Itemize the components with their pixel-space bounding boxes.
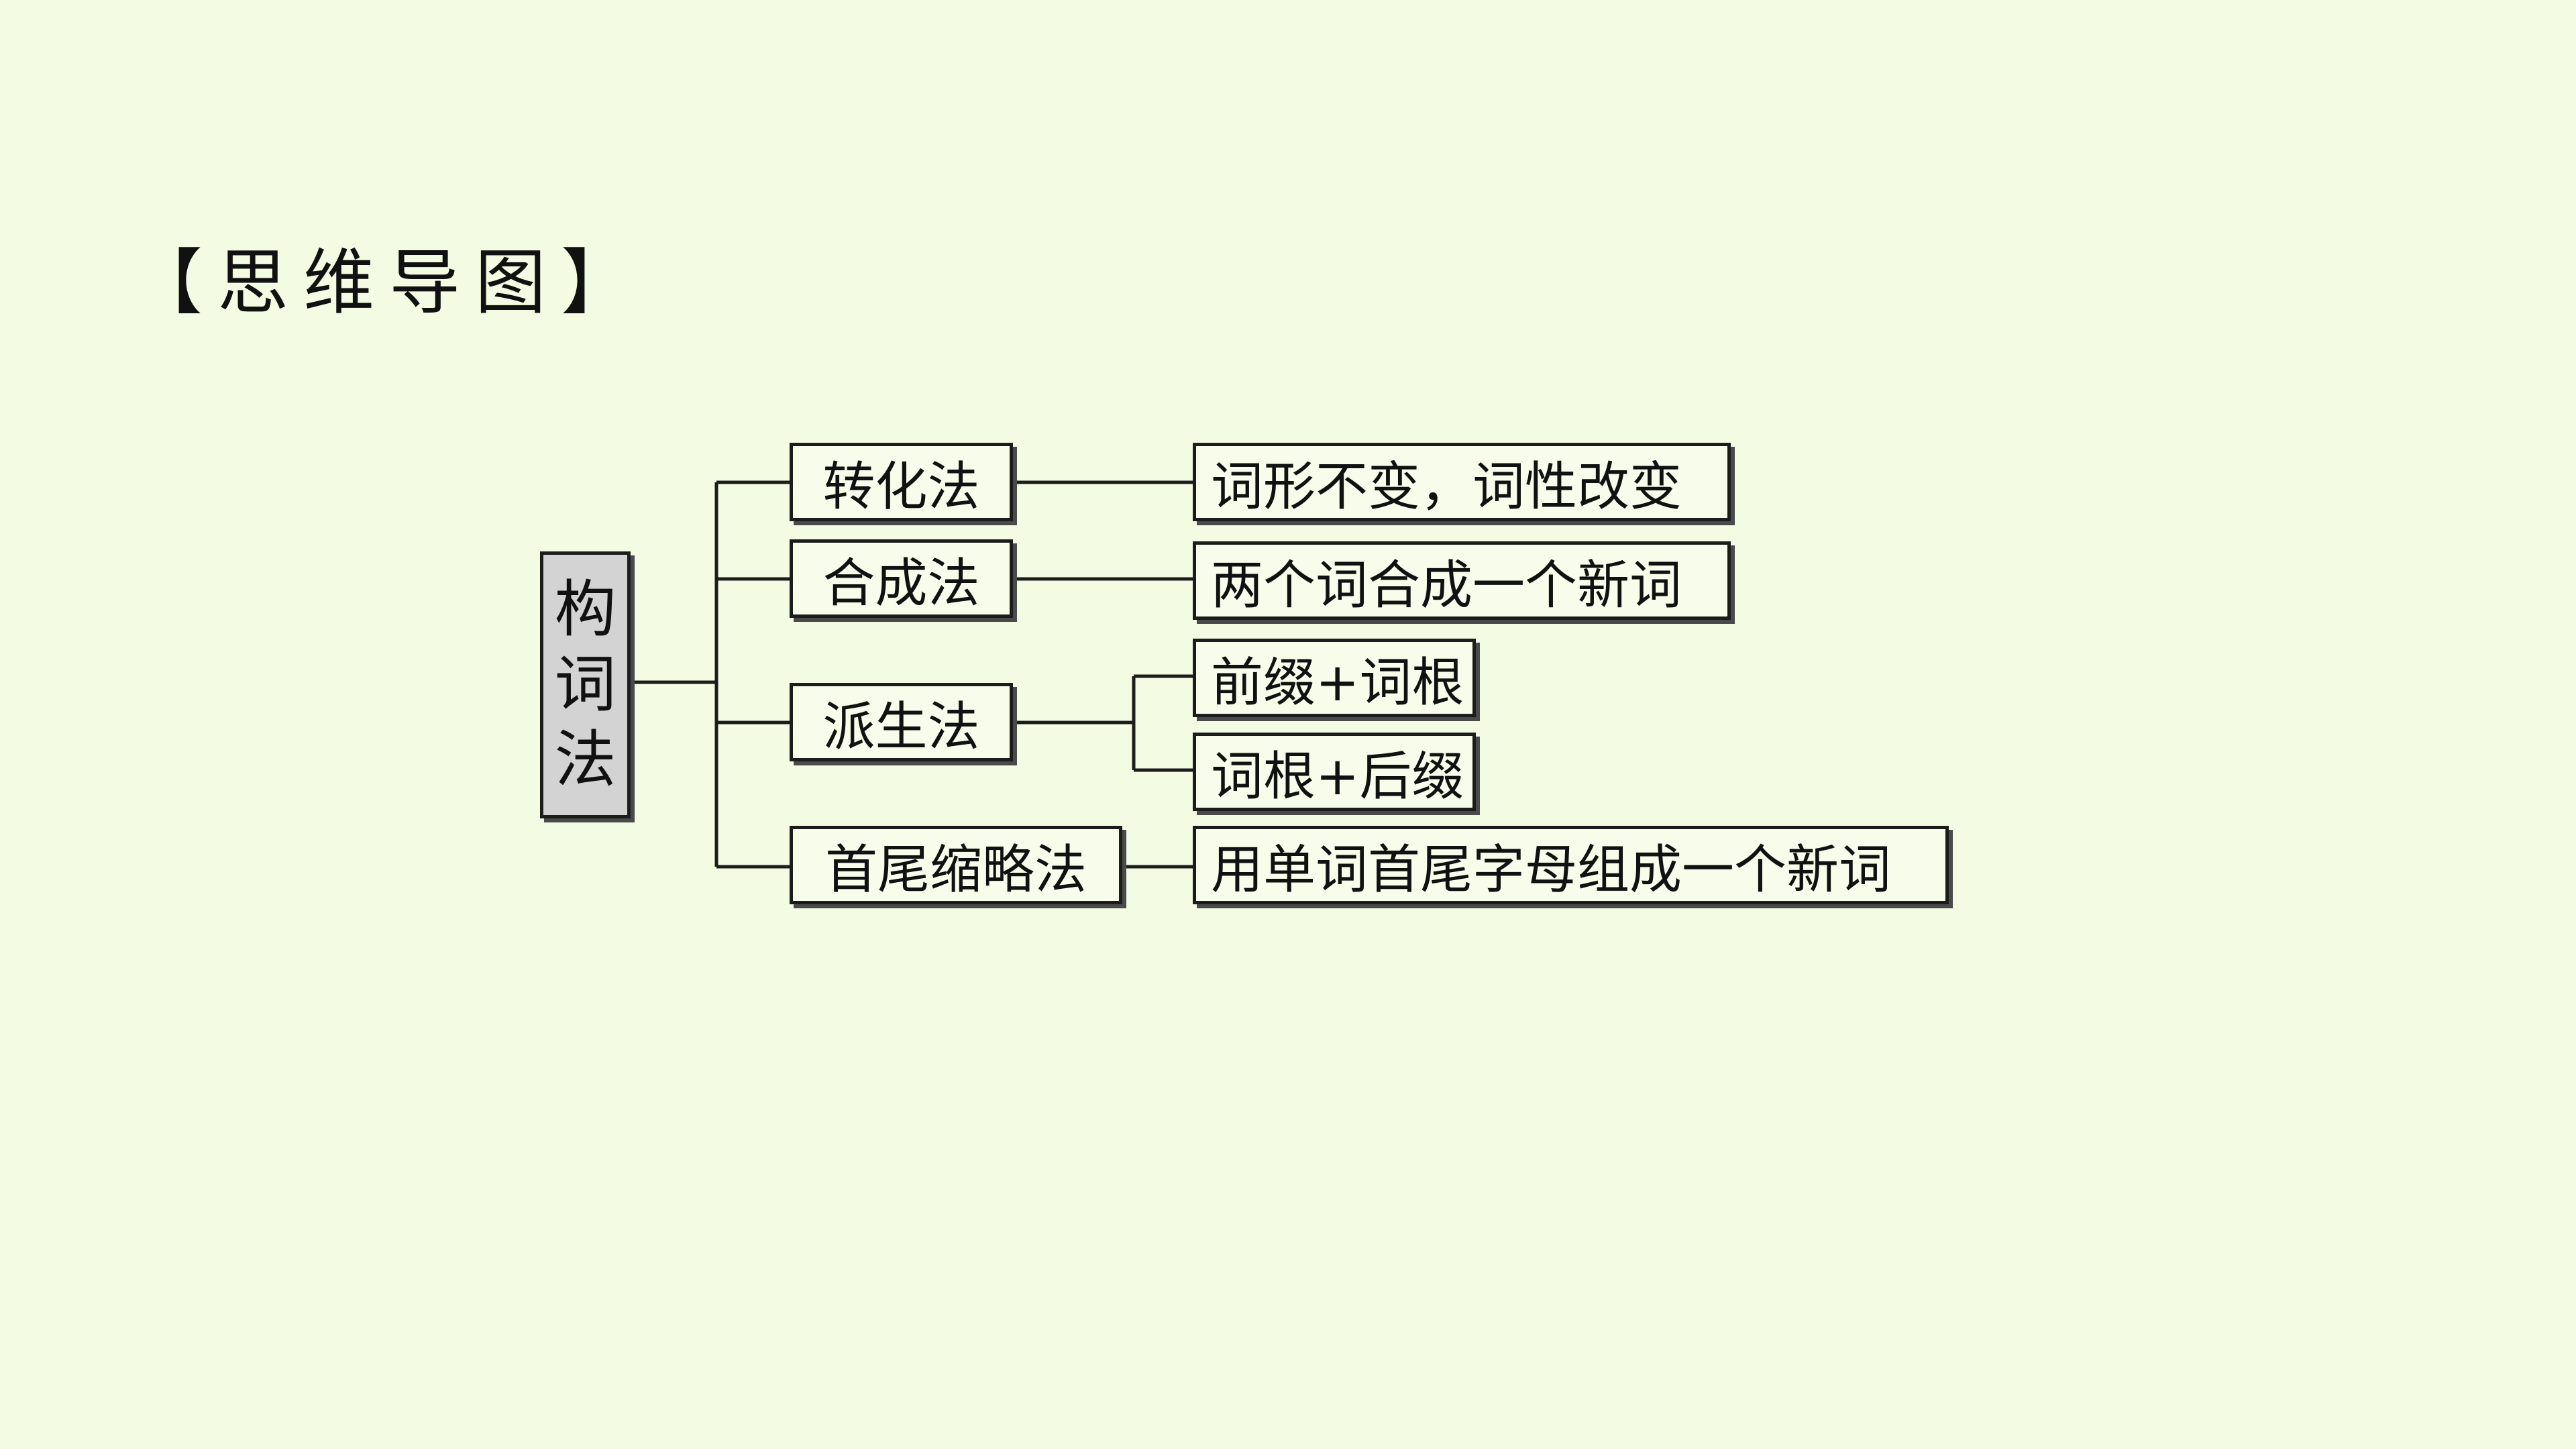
detail-node-text: 前缀+词根 [1211,652,1464,713]
detail-node: 词形不变，词性改变 [1193,443,1731,521]
detail-node-text: 词形不变，词性改变 [1211,456,1682,517]
detail-node: 两个词合成一个新词 [1193,541,1731,620]
method-node-label: 首尾缩略法 [824,839,1087,900]
detail-node: 词根+后缀 [1193,733,1476,811]
method-node-label: 派生法 [822,696,980,757]
method-node-label: 转化法 [822,456,980,517]
detail-node: 前缀+词根 [1193,639,1476,717]
method-node-derivation: 派生法 [790,683,1013,761]
page-title: 【思维导图】 [131,241,647,324]
method-node-abbreviation: 首尾缩略法 [790,826,1122,904]
root-node-char: 构 [554,574,616,645]
detail-node: 用单词首尾字母组成一个新词 [1193,826,1949,904]
detail-node-text: 用单词首尾字母组成一个新词 [1211,839,1892,900]
detail-node-text: 词根+后缀 [1211,746,1464,807]
root-node-char: 法 [554,724,616,796]
detail-node-text: 两个词合成一个新词 [1211,555,1682,616]
method-node-conversion: 转化法 [790,443,1013,521]
root-node: 构 词 法 [540,551,631,818]
method-node-compounding: 合成法 [790,539,1013,618]
method-node-label: 合成法 [822,553,980,614]
root-node-char: 词 [554,649,616,720]
